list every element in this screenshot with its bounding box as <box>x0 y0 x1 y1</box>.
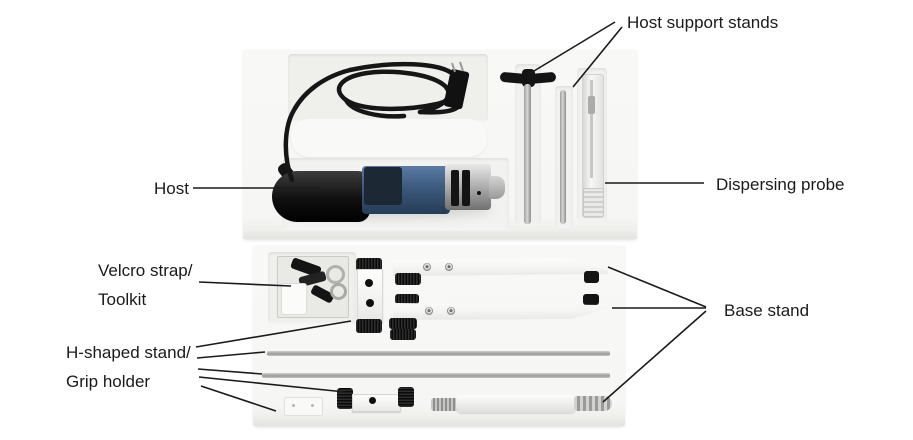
cable-recess <box>288 54 488 122</box>
toolkit-washer-2 <box>330 283 347 300</box>
label-h-stand-line2: Grip holder <box>66 372 151 391</box>
label-velcro-line1: Velcro strap/ <box>98 261 193 280</box>
label-h-stand-line1: H-shaped stand/ <box>66 343 191 362</box>
bar1-screw-1 <box>423 263 431 271</box>
stand-rod-2 <box>262 373 610 378</box>
label-velcro-toolkit: Velcro strap/ Toolkit <box>98 256 193 314</box>
bar1-screw-2 <box>445 263 453 271</box>
velcro-strap-roll <box>281 283 307 315</box>
column-thread-right <box>574 396 612 411</box>
plate-hole-1 <box>292 404 295 407</box>
base-stand-bar-1 <box>393 258 608 276</box>
h-stand-top-clamp <box>356 258 382 271</box>
bar1-right-clamp <box>584 271 599 283</box>
bar2-topleft-clamp <box>395 294 419 304</box>
bar2-bottom-clamp-b <box>390 329 416 340</box>
host-output-shaft <box>489 176 505 199</box>
bar2-screw-2 <box>447 307 455 315</box>
column-thread-left <box>431 398 458 411</box>
mounting-plate <box>284 397 323 416</box>
grip-holder-screw <box>369 397 376 404</box>
h-stand-bottom-clamp <box>356 319 382 333</box>
toolkit-washer-1 <box>326 265 345 284</box>
probe-generator-head <box>583 188 604 217</box>
label-velcro-line2: Toolkit <box>98 290 147 309</box>
h-stand-hole-2 <box>366 299 374 307</box>
h-stand-bar <box>357 269 383 323</box>
host-head-slot-2 <box>462 170 470 206</box>
label-host-support-stands: Host support stands <box>627 13 779 32</box>
label-h-stand-grip-holder: H-shaped stand/ Grip holder <box>66 338 191 396</box>
bar2-screw-1 <box>425 307 433 315</box>
base-stand-bar-2 <box>393 303 607 320</box>
grip-holder-block <box>352 394 401 412</box>
bar2-topright-clamp <box>583 294 599 305</box>
host-head-screw <box>477 191 481 195</box>
label-host: Host <box>154 179 189 198</box>
host-grip <box>272 171 370 222</box>
t-stand-rod <box>524 84 531 224</box>
column-body <box>456 395 576 413</box>
probe-inner-shaft <box>590 80 593 178</box>
label-dispersing-probe: Dispersing probe <box>716 175 845 194</box>
support-rod <box>560 90 566 224</box>
host-vent-band <box>364 167 402 205</box>
label-base-stand: Base stand <box>724 301 810 320</box>
grip-holder-right-clamp <box>398 387 414 407</box>
plate-hole-2 <box>311 404 314 407</box>
host-head-slot-1 <box>451 170 459 206</box>
stand-rod-1 <box>267 351 610 356</box>
grip-holder-left-clamp <box>337 388 353 409</box>
h-stand-hole-1 <box>365 279 373 287</box>
probe-coupler <box>588 96 595 114</box>
bar1-left-clamp <box>395 273 421 285</box>
foam-capsule <box>291 119 487 157</box>
bar2-bottom-clamp-a <box>389 318 417 329</box>
